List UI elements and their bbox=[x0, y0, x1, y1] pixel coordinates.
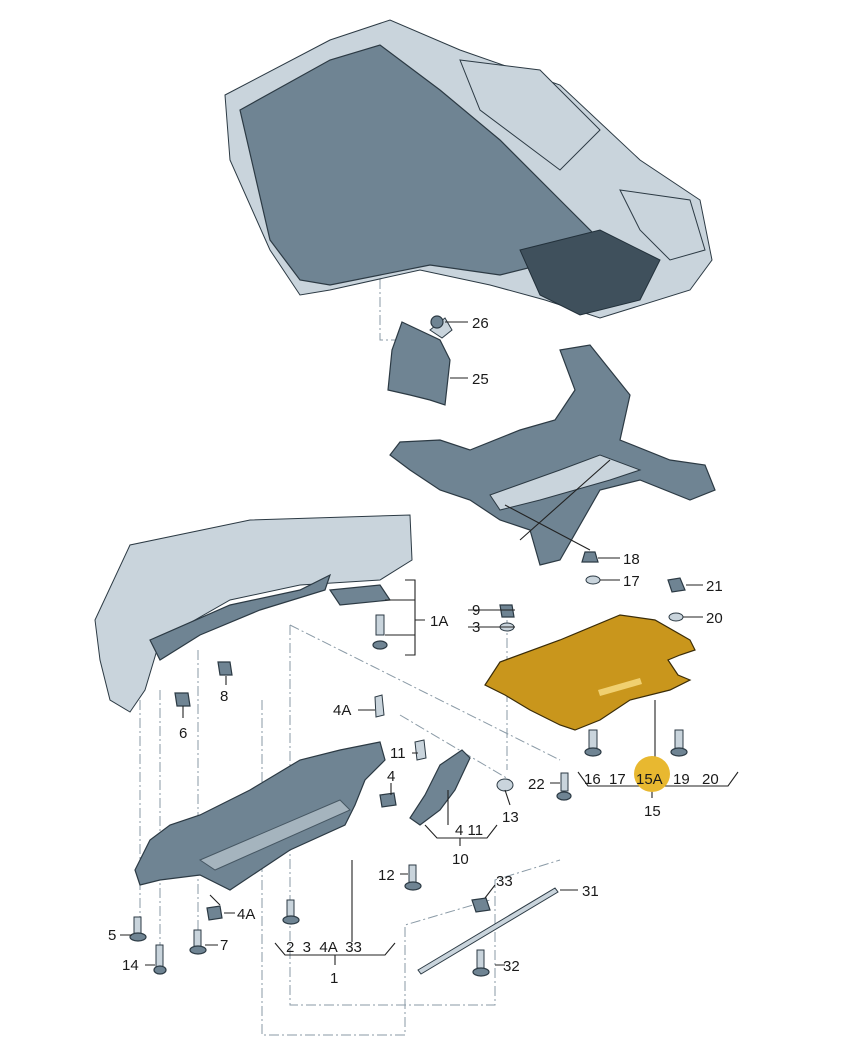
label-10[interactable]: 10 bbox=[452, 851, 469, 868]
callout-labels: 26 25 18 17 21 20 9 3 1A 8 6 4A 11 4 13 … bbox=[108, 315, 723, 987]
label-4A-b[interactable]: 4A bbox=[237, 906, 255, 923]
label-3[interactable]: 3 bbox=[472, 619, 480, 636]
fasteners bbox=[129, 315, 688, 977]
highlight-marker bbox=[634, 756, 670, 792]
label-4[interactable]: 4 bbox=[387, 768, 395, 785]
label-5[interactable]: 5 bbox=[108, 927, 116, 944]
label-11[interactable]: 11 bbox=[390, 745, 406, 762]
label-14[interactable]: 14 bbox=[122, 957, 139, 974]
label-17[interactable]: 17 bbox=[623, 573, 640, 590]
engine-guard-15A bbox=[484, 614, 696, 731]
label-15A[interactable]: 15A bbox=[636, 771, 663, 788]
bracket-10 bbox=[374, 694, 471, 826]
label-16[interactable]: 16 bbox=[584, 771, 601, 788]
assembly-lines bbox=[139, 225, 561, 1036]
leader-lines bbox=[120, 321, 739, 966]
noise-insulation-tray-1 bbox=[134, 741, 386, 891]
label-12[interactable]: 12 bbox=[378, 867, 395, 884]
label-18[interactable]: 18 bbox=[623, 551, 640, 568]
label-4A[interactable]: 4A bbox=[333, 702, 351, 719]
label-1A[interactable]: 1A bbox=[430, 613, 448, 630]
label-20b[interactable]: 20 bbox=[702, 771, 719, 788]
label-6[interactable]: 6 bbox=[179, 725, 187, 742]
bracket-25 bbox=[387, 317, 453, 406]
label-33[interactable]: 33 bbox=[496, 873, 513, 890]
label-26[interactable]: 26 bbox=[472, 315, 489, 332]
label-20[interactable]: 20 bbox=[706, 610, 723, 627]
label-32[interactable]: 32 bbox=[503, 958, 520, 975]
label-1-group[interactable]: 2 3 4A 33 bbox=[286, 939, 362, 956]
label-21[interactable]: 21 bbox=[706, 578, 723, 595]
label-17b[interactable]: 17 bbox=[609, 771, 626, 788]
label-7[interactable]: 7 bbox=[220, 937, 228, 954]
label-31[interactable]: 31 bbox=[582, 883, 599, 900]
subframe bbox=[389, 344, 716, 566]
label-13[interactable]: 13 bbox=[502, 809, 519, 826]
label-25[interactable]: 25 bbox=[472, 371, 489, 388]
label-19[interactable]: 19 bbox=[673, 771, 690, 788]
label-9[interactable]: 9 bbox=[472, 602, 480, 619]
label-15[interactable]: 15 bbox=[644, 803, 661, 820]
front-bumper bbox=[94, 514, 413, 713]
label-8[interactable]: 8 bbox=[220, 688, 228, 705]
trim-strip-31 bbox=[417, 887, 559, 975]
label-1[interactable]: 1 bbox=[330, 970, 338, 987]
label-22[interactable]: 22 bbox=[528, 776, 545, 793]
label-4-11[interactable]: 4 11 bbox=[455, 822, 483, 839]
vehicle-body-underside bbox=[224, 19, 713, 319]
